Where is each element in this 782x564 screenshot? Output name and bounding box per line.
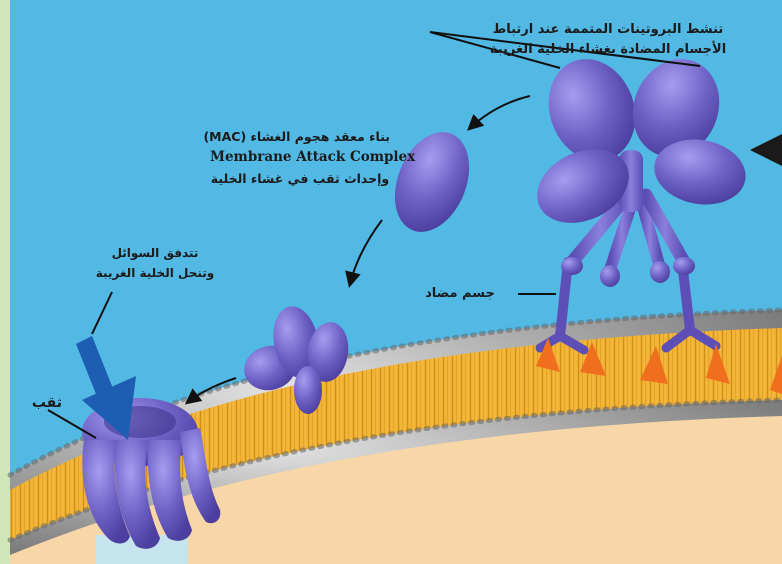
label-line: وإحداث ثقب في غشاء الخلية: [210, 168, 390, 189]
label-line: بناء معقد هجوم الغشاء (MAC): [210, 126, 390, 147]
label-line-english: Membrane Attack Complex: [210, 147, 390, 168]
label-line: تتدفق السوائل: [70, 243, 240, 263]
label-antibody: جسم مضاد: [404, 286, 516, 301]
label-fluid-flow: تتدفق السوائل وتنحل الخلية الغريبة: [70, 243, 240, 283]
label-complement-activation: تنشط البروتينات المتممة عند ارتباط الأجس…: [448, 20, 768, 60]
label-line: الأجسام المضادة بغشاء الخلية الغريبة: [448, 40, 768, 60]
label-mac: بناء معقد هجوم الغشاء (MAC) Membrane Att…: [210, 126, 390, 189]
label-hole: ثقب: [18, 395, 62, 411]
label-line: تنشط البروتينات المتممة عند ارتباط: [448, 20, 768, 40]
label-line: وتنحل الخلية الغريبة: [70, 263, 240, 283]
